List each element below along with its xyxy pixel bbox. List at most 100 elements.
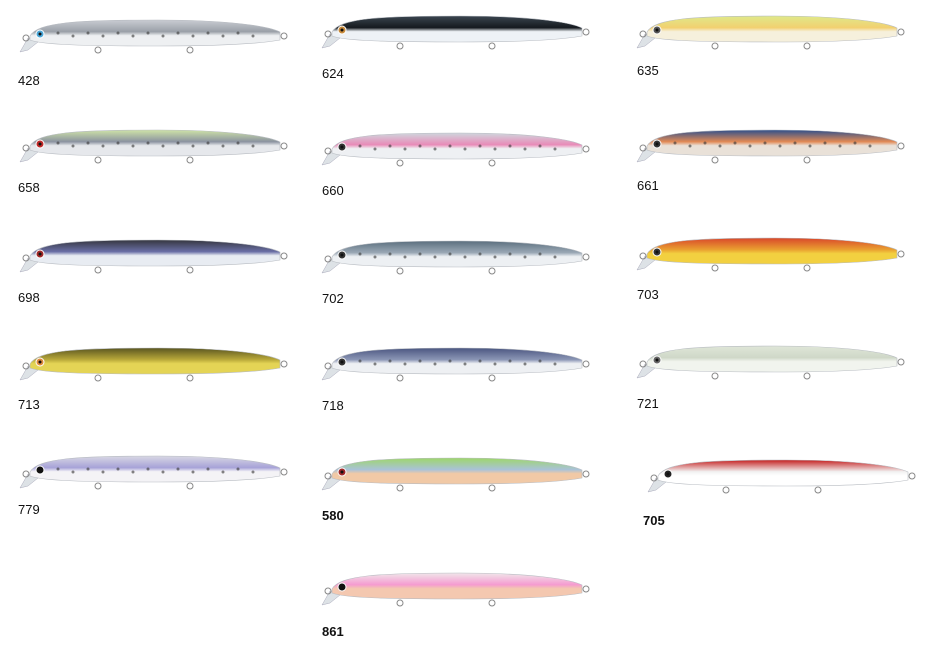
spot [688, 144, 692, 148]
spot [478, 252, 482, 256]
color-code-label: 721 [637, 396, 659, 411]
lure-body [646, 15, 898, 43]
lure-body [331, 240, 583, 268]
line-tie-eyelet [639, 144, 647, 152]
spot [463, 362, 467, 366]
spot [116, 467, 120, 471]
tail-eyelet [280, 142, 288, 150]
spot [493, 255, 497, 259]
tail-eyelet [582, 253, 590, 261]
spot [71, 470, 75, 474]
lure-image-580 [320, 450, 595, 500]
color-code-label: 713 [18, 397, 40, 412]
spot [448, 359, 452, 363]
lure-body [657, 459, 909, 487]
line-tie-eyelet [22, 144, 30, 152]
spot [146, 141, 150, 145]
spot [131, 470, 135, 474]
line-tie-eyelet [324, 587, 332, 595]
belly-eyelet [488, 374, 496, 382]
belly-eyelet [711, 372, 719, 380]
spot [221, 144, 225, 148]
spot [206, 141, 210, 145]
color-code-label: 660 [322, 183, 344, 198]
color-code-label: 718 [322, 398, 344, 413]
spot [448, 252, 452, 256]
spot [448, 144, 452, 148]
spot [101, 34, 105, 38]
spot [146, 467, 150, 471]
lure-image-661 [635, 122, 910, 172]
spot [673, 141, 677, 145]
spot [101, 470, 105, 474]
belly-eyelet [186, 156, 194, 164]
spot [508, 359, 512, 363]
spot [221, 34, 225, 38]
belly-eyelet [488, 484, 496, 492]
spot [433, 362, 437, 366]
spot [206, 467, 210, 471]
line-tie-eyelet [639, 30, 647, 38]
lure-body [331, 572, 583, 600]
lure-body [29, 239, 281, 267]
spot [538, 359, 542, 363]
lure-image-624 [320, 8, 595, 58]
belly-eyelet [186, 266, 194, 274]
line-tie-eyelet [639, 360, 647, 368]
belly-eyelet [94, 482, 102, 490]
line-tie-eyelet [22, 34, 30, 42]
color-code-label: 661 [637, 178, 659, 193]
tail-eyelet [280, 360, 288, 368]
color-code-label: 703 [637, 287, 659, 302]
lure-image-718 [320, 340, 595, 390]
belly-eyelet [814, 486, 822, 494]
spot [463, 147, 467, 151]
spot [493, 362, 497, 366]
tail-eyelet [897, 142, 905, 150]
spot [463, 255, 467, 259]
lure-body [29, 455, 281, 483]
spot [206, 31, 210, 35]
spot [71, 144, 75, 148]
spot [403, 255, 407, 259]
spot [733, 141, 737, 145]
spot [538, 252, 542, 256]
belly-eyelet [396, 267, 404, 275]
spot [131, 34, 135, 38]
line-tie-eyelet [22, 254, 30, 262]
spot [808, 144, 812, 148]
lure-body [646, 345, 898, 373]
color-code-label: 705 [643, 513, 665, 528]
spot [176, 467, 180, 471]
line-tie-eyelet [22, 362, 30, 370]
lure-image-702 [320, 233, 595, 283]
belly-eyelet [186, 482, 194, 490]
spot [388, 144, 392, 148]
spot [553, 147, 557, 151]
tail-eyelet [582, 145, 590, 153]
belly-eyelet [396, 374, 404, 382]
spot [778, 144, 782, 148]
belly-eyelet [186, 46, 194, 54]
tail-eyelet [280, 468, 288, 476]
spot [236, 31, 240, 35]
spot [251, 144, 255, 148]
spot [236, 467, 240, 471]
lure-body [331, 347, 583, 375]
spot [191, 34, 195, 38]
belly-eyelet [396, 484, 404, 492]
line-tie-eyelet [324, 255, 332, 263]
lure-image-861 [320, 565, 595, 615]
tail-eyelet [897, 358, 905, 366]
lure-body [646, 129, 898, 157]
belly-eyelet [488, 267, 496, 275]
spot [418, 252, 422, 256]
spot [161, 144, 165, 148]
belly-eyelet [94, 266, 102, 274]
color-code-label: 702 [322, 291, 344, 306]
tail-eyelet [897, 28, 905, 36]
spot [161, 470, 165, 474]
spot [853, 141, 857, 145]
color-code-label: 658 [18, 180, 40, 195]
spot [793, 141, 797, 145]
